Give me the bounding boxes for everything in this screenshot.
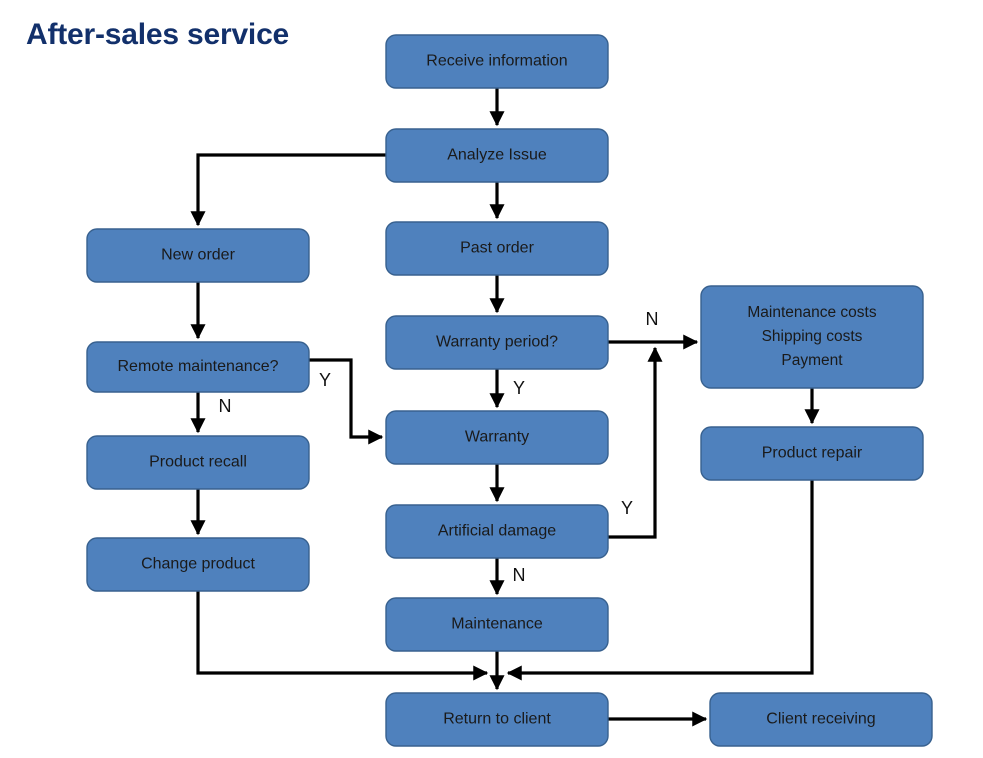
edge-labels-layer: N Y N Y Y N [219,309,659,585]
node-analyze_issue[interactable]: Analyze Issue [385,128,609,183]
node-shape-warranty_period[interactable] [385,315,609,370]
node-shape-past_order[interactable] [385,221,609,276]
node-label-artificial_damage: Artificial damage [438,523,556,540]
node-label-return_to_client: Return to client [443,711,551,728]
edge-e_analyze_neworder [190,153,386,227]
node-client_receiving[interactable]: Client receiving [709,692,933,747]
node-shape-change_product[interactable] [86,537,310,592]
node-warranty_period[interactable]: Warranty period? [385,315,609,370]
edge-e_artificial_costs [608,346,663,539]
node-label-analyze_issue: Analyze Issue [447,147,547,164]
edge-label-e_artificial_costs: Y [621,498,633,518]
node-shape-product_recall[interactable] [86,435,310,490]
node-warranty[interactable]: Warranty [385,410,609,465]
node-shape-artificial_damage[interactable] [385,504,609,559]
node-label-maintenance: Maintenance [451,616,543,633]
node-maintenance[interactable]: Maintenance [385,597,609,652]
edge-label-e_warrantyperiod_warranty: Y [513,378,525,398]
node-shape-warranty[interactable] [385,410,609,465]
node-new_order[interactable]: New order [86,228,310,283]
node-artificial_damage[interactable]: Artificial damage [385,504,609,559]
node-shape-return_to_client[interactable] [385,692,609,747]
edge-e_repair_merge [506,480,814,681]
node-label-new_order: New order [161,247,235,264]
edge-label-e_remote_warranty: Y [319,370,331,390]
edge-label-e_artificial_maintenance: N [513,565,526,585]
node-label-client_receiving: Client receiving [766,711,875,728]
node-label-remote_maintenance: Remote maintenance? [118,358,279,375]
node-shape-new_order[interactable] [86,228,310,283]
node-shape-receive_information[interactable] [385,34,609,89]
node-shape-maintenance[interactable] [385,597,609,652]
node-product_recall[interactable]: Product recall [86,435,310,490]
node-product_repair[interactable]: Product repair [700,426,924,481]
node-label-product_recall: Product recall [149,454,247,471]
node-shape-maintenance_costs[interactable] [700,285,924,389]
node-label-warranty: Warranty [465,429,529,446]
edge-label-e_remote_recall: N [219,396,232,416]
node-receive_information[interactable]: Receive information [385,34,609,89]
node-label-past_order: Past order [460,240,534,257]
node-shape-client_receiving[interactable] [709,692,933,747]
node-return_to_client[interactable]: Return to client [385,692,609,747]
node-label-warranty_period: Warranty period? [436,334,558,351]
node-change_product[interactable]: Change product [86,537,310,592]
edge-e_change_merge [196,591,489,681]
edge-label-e_warrantyperiod_costs: N [646,309,659,329]
node-shape-remote_maintenance[interactable] [86,341,310,393]
node-remote_maintenance[interactable]: Remote maintenance? [86,341,310,393]
node-shape-product_repair[interactable] [700,426,924,481]
edge-e_remote_warranty [309,358,384,445]
node-past_order[interactable]: Past order [385,221,609,276]
node-shape-analyze_issue[interactable] [385,128,609,183]
edges-layer [190,88,820,727]
page-title: After-sales service [26,18,290,51]
node-label-receive_information: Receive information [426,53,567,70]
node-label-product_repair: Product repair [762,445,863,462]
node-label-change_product: Change product [141,556,255,573]
